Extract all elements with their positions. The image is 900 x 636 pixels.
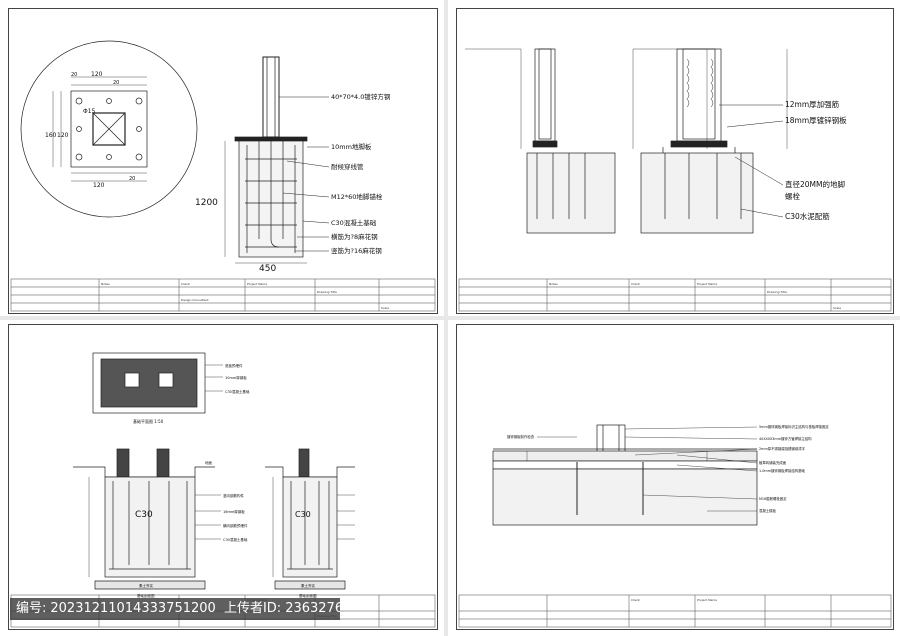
callout-left-note: 镀锌钢板制作检查 [507,434,535,439]
callout-base-plate-welded: 5mm镀锌钢板焊接标识主结构与基板焊接固定 [759,424,829,429]
section-right-caption: 基础剖面图 [299,593,317,598]
dim-v2: 120 [57,132,69,139]
callout-base-plate: 10mm地脚板 [331,142,372,151]
title-block [458,594,892,628]
sheet-1-drawing: 120 20 20 120 20 160 120 Φ15 [10,40,436,312]
callout-horizontal-rebar: 横筋为?8麻花钢 [331,232,378,241]
callout-steel-base: 1.0mm镀锌钢板焊接结构基础 [759,468,806,473]
dim-h5: 20 [129,176,135,182]
watermark-bar: 编号:20231211014333751200 上传者ID:2363276 [10,598,340,620]
tb-scale: Scale [833,306,841,310]
dim-h3: 20 [71,72,77,78]
watermark-uploader-label: 上传者ID: [223,601,282,616]
tb-project: Project Name [247,282,267,286]
dim-h4: 20 [113,80,119,86]
callout-concrete: C30混凝土基础 [331,218,377,227]
tb-notes: Notes [101,282,110,286]
section-note-ground: 地面 [205,460,212,465]
tb-scale: Scale [381,306,389,310]
plan-note-plate: 10mm厚钢板 [225,375,247,380]
dim-height: 1200 [195,198,218,208]
tb-project: Project Name [697,598,717,602]
dim-diameter: Φ15 [83,108,96,115]
section-right [265,448,355,590]
foundation-plan [92,352,223,414]
callout-stiffener: 12mm厚加强筋 [785,99,840,109]
callout-bolt: 螺栓 [785,191,800,201]
section-right-concrete: C30 [295,510,311,519]
sheet-4-drawing: 5mm镀锌钢板焊接标识主结构与基板焊接固定 40X40X3mm镀锌方管焊接主结构… [458,424,892,628]
section-note-plate: 16mm厚钢板 [223,509,245,514]
callout-vertical-rebar: 竖筋为?16麻花钢 [331,246,382,255]
tb-client: Client [631,598,641,602]
dim-h2: 120 [93,182,105,189]
section-right-base: 素土夯实 [301,583,315,588]
sheet-3-drawing: 底板预埋件 10mm厚钢板 C30混凝土基础 基础平面图 1:50 C30 地面… [10,352,436,628]
tb-client: Client [631,282,641,286]
callout-concrete-slab: 混凝土楼板 [759,508,777,513]
watermark-id-label: 编号: [16,601,47,616]
drawing-sheet-3: 底板预埋件 10mm厚钢板 C30混凝土基础 基础平面图 1:50 C30 地面… [8,324,438,630]
plan-note-embedded: 底板预埋件 [225,363,243,368]
callout-paving-finish: 植草砖铺装完成面 [759,460,787,465]
column-details [465,48,788,234]
callout-square-tube: 40*70*4.0镀锌方钢 [331,92,391,101]
callout-conduit: 耐候穿线管 [331,162,364,171]
section-note-concrete: C30混凝土基础 [223,537,248,542]
tb-drawing-title: Drawing Title [767,290,787,294]
section-left [73,448,221,590]
section-left-concrete: C30 [135,510,153,520]
section-left-caption: 基础剖面图 [137,593,155,598]
callout-stainless-channel: 2mm厚不锈钢腐蚀槽钢填漆字 [759,446,806,451]
watermark-uploader-value: 2363276 [285,601,340,616]
drawing-sheet-2: 12mm厚加强筋 18mm厚镀锌钢板 直径20MM的地脚 螺栓 C30水泥配筋 … [456,8,894,314]
tb-drawing-title: Drawing Title [317,290,337,294]
foundation-section [224,56,330,264]
callout-square-tube: 40X40X3mm镀锌方管焊接主结构 [759,436,812,441]
callout-anchor-bolt: M12*60地脚锚栓 [331,192,383,201]
section-note-vertical: 竖向钢筋构件 [223,493,244,498]
dim-v1: 160 [45,132,57,139]
callout-expansion-bolt: M16膨胀螺栓固定 [759,496,787,501]
tb-project: Project Name [697,282,717,286]
title-block [10,278,436,312]
tb-notes: Notes [549,282,558,286]
sheet-gutter-horizontal [0,316,900,320]
watermark-id-value: 20231211014333751200 [50,601,216,616]
base-plate-plan [20,40,198,218]
callout-steel-plate: 18mm厚镀锌钢板 [785,115,847,125]
tb-design-consultant: Design Consultant [181,298,209,302]
drawing-sheet-1: 120 20 20 120 20 160 120 Φ15 [8,8,438,314]
paving-section [492,424,758,526]
tb-client: Client [181,282,191,286]
callout-c30-reinforcement: C30水泥配筋 [785,211,830,221]
dim-width: 450 [259,264,276,274]
drawing-sheet-4: 5mm镀锌钢板焊接标识主结构与基板焊接固定 40X40X3mm镀锌方管焊接主结构… [456,324,894,630]
section-left-base: 素土夯实 [139,583,153,588]
callout-anchor-bolt-diameter: 直径20MM的地脚 [785,179,845,189]
sheet-2-drawing: 12mm厚加强筋 18mm厚镀锌钢板 直径20MM的地脚 螺栓 C30水泥配筋 … [458,48,892,312]
section-note-horizontal: 横向钢筋预埋件 [223,523,248,528]
plan-note-concrete: C30混凝土基础 [225,389,250,394]
plan-caption: 基础平面图 1:50 [133,418,164,424]
dim-h1: 120 [91,71,103,78]
title-block [458,278,892,312]
